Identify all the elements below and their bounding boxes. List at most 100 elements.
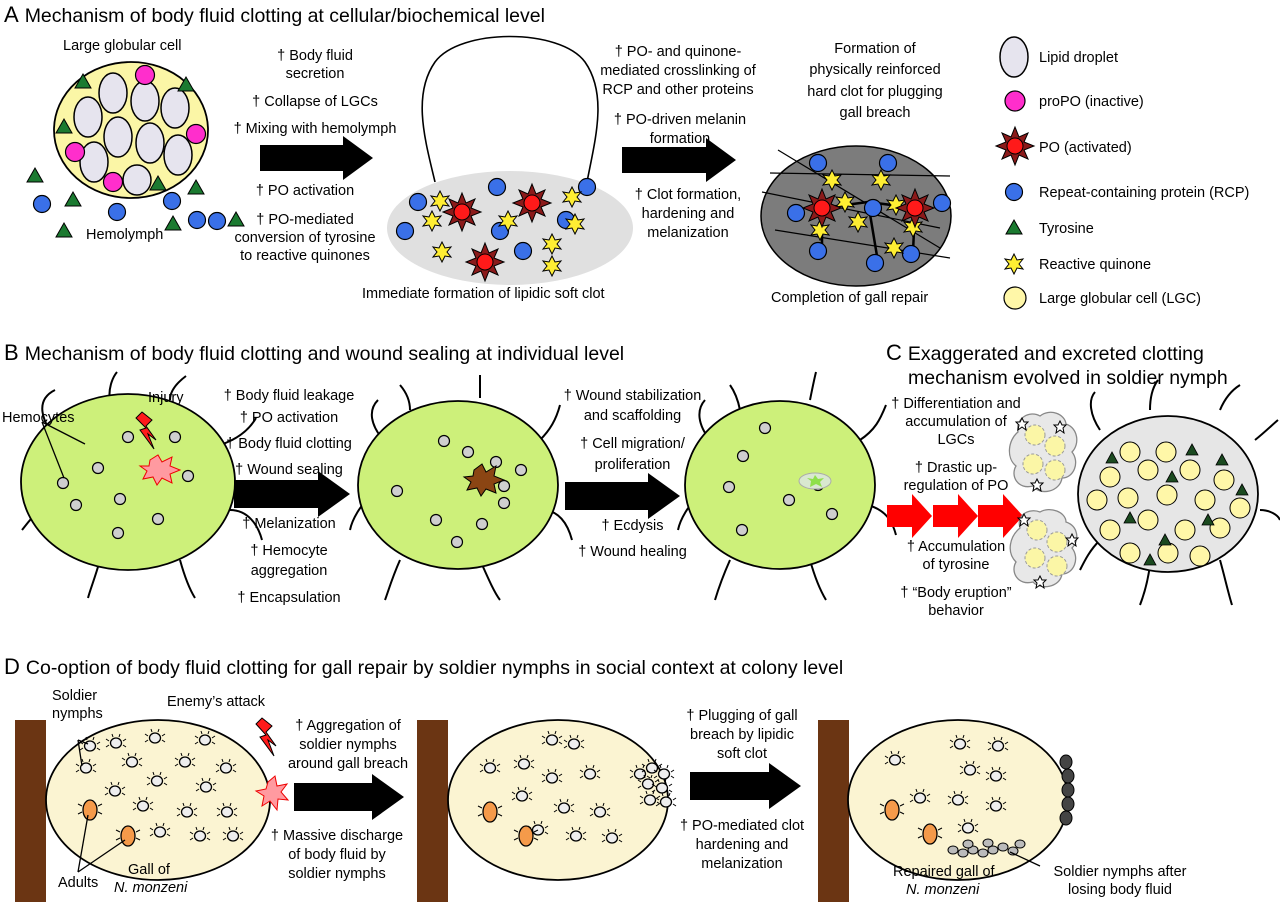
hemocytes-label: Hemocytes xyxy=(2,410,75,426)
panel-b-step-10: † Ecdysis xyxy=(601,518,664,534)
panel-b-step-8b: and scaffolding xyxy=(583,408,682,424)
erupted-lgc-clusters xyxy=(1008,411,1079,589)
nymph-healed xyxy=(677,371,897,601)
soft-clot-label: Immediate formation of lipidic soft clot xyxy=(362,286,605,302)
legend-lipid-droplet: Lipid droplet xyxy=(1039,50,1118,66)
panel-d-step-1: † Aggregation of xyxy=(295,718,401,734)
gall-species-label: N. monzeni xyxy=(114,880,188,896)
panel-b-step-6b: aggregation xyxy=(250,563,328,579)
panel-d-step-3c: soft clot xyxy=(717,746,767,762)
panel-d-step-4: † PO-mediated clot xyxy=(679,818,805,834)
hard-clot-title-1: Formation of xyxy=(834,41,916,57)
soldier-nymphs-label-2: nymphs xyxy=(52,706,103,722)
red-arrows xyxy=(887,494,1023,538)
repaired-gall-label: Repaired gall of xyxy=(893,864,995,880)
panel-d-step-2c: soldier nymphs xyxy=(288,866,386,882)
panel-c-letter: C xyxy=(886,340,902,365)
arrow-a1 xyxy=(260,136,373,180)
panel-a-step-7b: formation xyxy=(649,131,711,147)
panel-c-step-1c: LGCs xyxy=(937,432,975,448)
panel-c-step-1: † Differentiation and xyxy=(891,396,1021,412)
panel-c-title-2: mechanism evolved in soldier nymph xyxy=(908,367,1228,389)
panel-b-step-4: † Wound sealing xyxy=(235,462,343,478)
panel-c-step-4b: behavior xyxy=(928,603,984,619)
panel-a-letter: A xyxy=(4,2,19,27)
legend-lgc: Large globular cell (LGC) xyxy=(1039,291,1201,307)
panel-b-letter: B xyxy=(4,340,19,365)
panel-a-step-6c: RCP and other proteins xyxy=(602,82,754,98)
panel-a-step-8b: hardening and xyxy=(641,206,735,222)
soldiers-after-label-1: Soldier nymphs after xyxy=(1053,864,1187,880)
panel-b-step-9b: proliferation xyxy=(594,457,671,473)
injury-label: Injury xyxy=(148,390,184,406)
panel-b-step-5: † Melanization xyxy=(242,516,336,532)
panel-a-step-2: † Collapse of LGCs xyxy=(252,94,378,110)
panel-d-step-3b: breach by lipidic xyxy=(690,727,794,743)
arrow-d2 xyxy=(690,763,801,809)
arrow-d1 xyxy=(294,774,404,820)
gall-repaired xyxy=(818,719,1075,902)
panel-d-step-2b: of body fluid by xyxy=(288,847,386,863)
panel-a-step-8: † Clot formation, xyxy=(634,187,742,203)
panel-c-step-4: † “Body eruption” xyxy=(900,585,1012,601)
panel-b-step-2: † PO activation xyxy=(239,410,339,426)
panel-b-step-1: † Body fluid leakage xyxy=(223,388,355,404)
panel-a-step-7: † PO-driven melanin xyxy=(613,112,747,128)
repaired-gall-species: N. monzeni xyxy=(906,882,980,898)
panel-d-step-3: † Plugging of gall xyxy=(686,708,798,724)
legend-tyrosine: Tyrosine xyxy=(1039,221,1094,237)
soldier-nymphs-label-1: Soldier xyxy=(52,688,98,704)
legend-symbols xyxy=(995,36,1035,310)
hard-clot-title-2: physically reinforced xyxy=(809,62,941,78)
hard-clot xyxy=(760,145,952,287)
panel-a-step-1: † Body fluid xyxy=(277,48,353,64)
panel-a-step-6b: mediated crosslinking of xyxy=(600,63,756,79)
soft-clot xyxy=(387,35,633,285)
panel-c-step-2b: regulation of PO xyxy=(903,478,1009,494)
panel-d-step-1b: soldier nymphs xyxy=(299,737,397,753)
panel-c-title-1: Exaggerated and excreted clotting xyxy=(907,343,1204,365)
enemy-attack-label: Enemy’s attack xyxy=(167,694,266,710)
panel-a-step-6: † PO- and quinone- xyxy=(614,44,742,60)
panel-b-title: Mechanism of body fluid clotting and wou… xyxy=(24,343,625,365)
panel-a-step-1b: secretion xyxy=(285,66,345,82)
nymph-clotted xyxy=(349,375,573,601)
panel-a-step-8c: melanization xyxy=(647,225,729,241)
arrow-b1 xyxy=(234,471,350,517)
panel-d-step-2: † Massive discharge xyxy=(270,828,404,844)
panel-b-step-6: † Hemocyte xyxy=(250,543,328,559)
panel-b-step-8: † Wound stabilization xyxy=(563,388,702,404)
panel-d-step-4b: hardening and xyxy=(695,837,789,853)
panel-b-step-3: † Body fluid clotting xyxy=(226,436,352,452)
arrow-a2 xyxy=(622,138,736,182)
panel-a-step-4: † PO activation xyxy=(255,183,355,199)
legend-po: PO (activated) xyxy=(1039,140,1132,156)
panel-a-title: Mechanism of body fluid clotting at cell… xyxy=(24,5,545,27)
legend-quinone: Reactive quinone xyxy=(1039,257,1152,273)
panel-d-step-4c: melanization xyxy=(701,856,783,872)
adults-label: Adults xyxy=(58,875,99,891)
hard-clot-title-3: hard clot for plugging xyxy=(807,84,943,100)
gall-under-attack xyxy=(15,717,290,902)
legend-rcp: Repeat-containing protein (RCP) xyxy=(1039,185,1250,201)
panel-d-letter: D xyxy=(4,654,20,679)
large-globular-cell xyxy=(53,61,209,199)
gall-of-label: Gall of xyxy=(128,862,170,878)
panel-c-step-1b: accumulation of xyxy=(905,414,1007,430)
gall-repair-label: Completion of gall repair xyxy=(771,290,929,306)
panel-b-step-9: † Cell migration/ xyxy=(580,436,685,452)
panel-a-step-3: † Mixing with hemolymph xyxy=(233,121,397,137)
soldiers-after-label-2: losing body fluid xyxy=(1068,882,1172,898)
hemolymph-label: Hemolymph xyxy=(86,227,164,243)
legend-propo: proPO (inactive) xyxy=(1039,94,1144,110)
panel-c-step-3b: of tyrosine xyxy=(922,557,990,573)
panel-c-step-2: † Drastic up- xyxy=(914,460,998,476)
gall-aggregation xyxy=(417,719,677,902)
hard-clot-title-4: gall breach xyxy=(839,105,911,121)
soldier-nymph-body xyxy=(1077,379,1280,606)
panel-b-step-7: † Encapsulation xyxy=(237,590,341,606)
panel-c-step-3: † Accumulation xyxy=(906,539,1006,555)
